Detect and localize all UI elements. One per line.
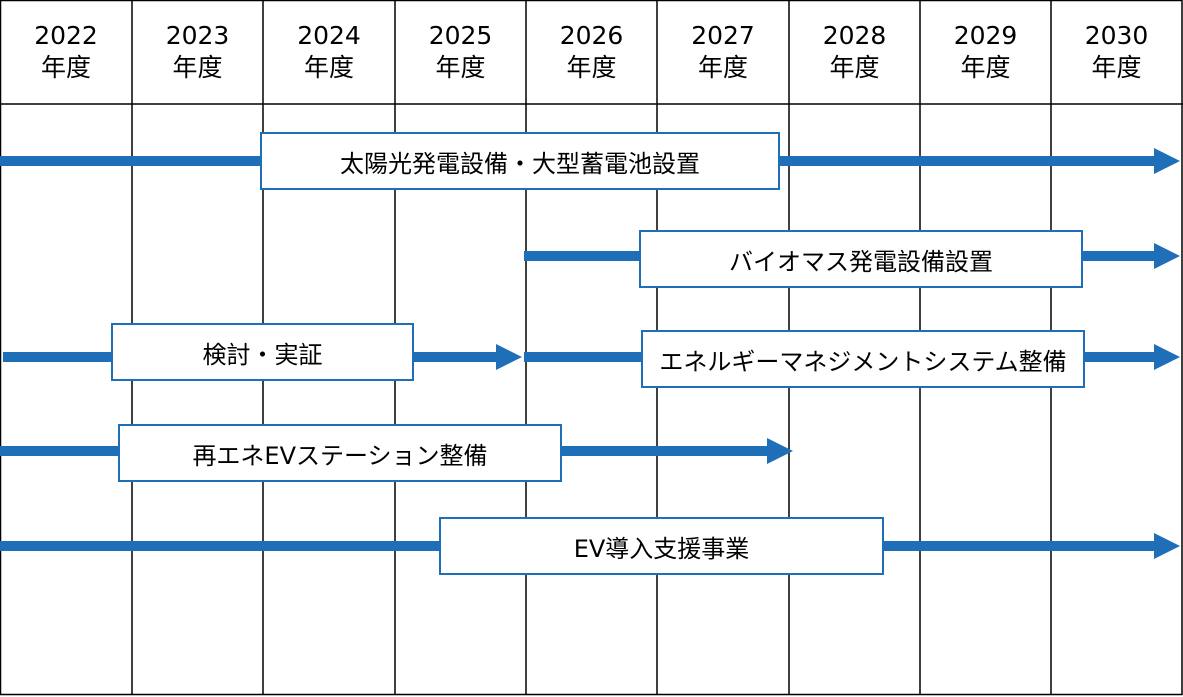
year-number: 2022 [34, 21, 98, 50]
year-number: 2026 [559, 21, 624, 50]
year-header-2029: 2029 年度 [920, 0, 1051, 104]
year-header-2027: 2027 年度 [657, 0, 789, 104]
year-number: 2025 [428, 21, 493, 50]
year-unit: 年度 [303, 53, 354, 82]
year-header-2023: 2023 年度 [132, 0, 263, 104]
year-number: 2030 [1084, 21, 1149, 50]
year-header-2028: 2028 年度 [789, 0, 920, 104]
year-number: 2024 [297, 21, 361, 50]
year-unit: 年度 [829, 53, 880, 82]
year-unit: 年度 [697, 53, 748, 82]
year-number: 2029 [953, 21, 1018, 50]
task-box-ev-station: 再エネEVステーション整備 [118, 424, 562, 482]
task-box-study: 検討・実証 [111, 323, 414, 381]
year-header-2025: 2025 年度 [395, 0, 526, 104]
task-box-ems: エネルギーマネジメントシステム整備 [641, 330, 1085, 388]
year-header-2022: 2022 年度 [0, 0, 132, 104]
year-number: 2023 [165, 21, 230, 50]
year-unit: 年度 [172, 53, 223, 82]
year-unit: 年度 [1091, 53, 1142, 82]
year-unit: 年度 [435, 53, 486, 82]
year-unit: 年度 [566, 53, 617, 82]
task-box-solar: 太陽光発電設備・大型蓄電池設置 [260, 132, 780, 190]
year-unit: 年度 [960, 53, 1011, 82]
year-header-2030: 2030 年度 [1051, 0, 1182, 104]
year-number: 2028 [822, 21, 887, 50]
year-header-2026: 2026 年度 [526, 0, 657, 104]
year-unit: 年度 [40, 53, 91, 82]
task-box-biomass: バイオマス発電設備設置 [639, 230, 1083, 288]
task-box-ev-support: EV導入支援事業 [439, 517, 884, 575]
year-number: 2027 [691, 21, 755, 50]
year-header-2024: 2024 年度 [263, 0, 395, 104]
